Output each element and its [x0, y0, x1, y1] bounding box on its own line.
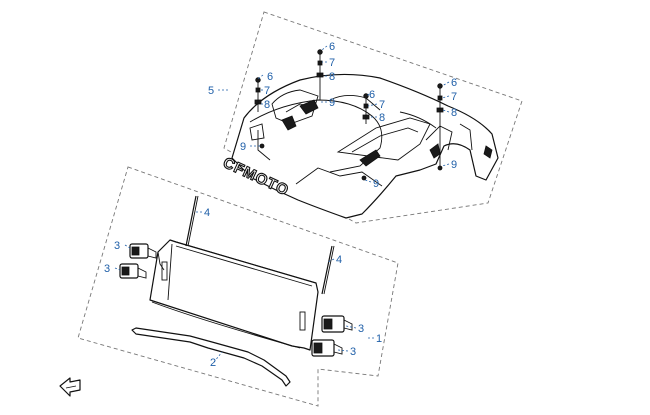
callout-3-lower-left: 3	[104, 263, 110, 275]
callout-4-left: 4	[204, 207, 210, 219]
callout-3-upper-left: 3	[114, 240, 120, 252]
callout-9-left: 9	[240, 141, 246, 153]
callout-2: 2	[210, 357, 216, 369]
front-body-panel[interactable]	[231, 73, 499, 219]
callout-9-center: 9	[329, 97, 335, 109]
callout-8-left: 8	[264, 99, 270, 111]
clamp-upper-left[interactable]	[129, 243, 157, 259]
callout-8-center: 8	[329, 71, 335, 83]
callout-9-right: 9	[451, 159, 457, 171]
callout-9-middle: 9	[373, 178, 379, 190]
screw-stack-middle[interactable]	[362, 93, 370, 124]
callouts: 6 7 8 9 6 7 8 9 6 7 8 9 6 7 8 9 5 9 4 4 …	[104, 41, 457, 369]
callout-8-middle: 8	[379, 112, 385, 124]
callout-3-upper-right: 3	[358, 323, 364, 335]
support-rod-left[interactable]	[185, 195, 199, 247]
callout-6-right: 6	[451, 77, 457, 89]
callout-8-right: 8	[451, 107, 457, 119]
screw-stack-center[interactable]	[316, 49, 324, 100]
callout-1: 1	[376, 333, 382, 345]
clamp-lower-right[interactable]	[311, 339, 343, 357]
clip-left-bottom[interactable]	[259, 143, 265, 149]
callout-5: 5	[208, 85, 214, 97]
callout-7-center: 7	[329, 57, 335, 69]
support-rod-right[interactable]	[321, 245, 335, 295]
clamp-lower-left[interactable]	[119, 263, 147, 279]
callout-7-middle: 7	[379, 99, 385, 111]
upper-assembly-frame	[223, 11, 523, 224]
clamp-upper-right[interactable]	[321, 315, 353, 333]
screw-stack-right[interactable]	[436, 83, 444, 171]
screw-stack-left[interactable]	[254, 77, 262, 112]
windshield-panel[interactable]	[149, 239, 319, 351]
callout-7-left: 7	[264, 85, 270, 97]
callout-6-left: 6	[267, 71, 273, 83]
lower-trim-strip[interactable]	[131, 327, 291, 387]
leader-lines	[114, 45, 450, 363]
callout-3-lower-right: 3	[350, 346, 356, 358]
clip-center-bottom[interactable]	[361, 175, 367, 181]
arrow-icon	[59, 377, 81, 397]
callout-7-right: 7	[451, 91, 457, 103]
callout-6-middle: 6	[369, 89, 375, 101]
callout-4-right: 4	[336, 254, 342, 266]
callout-6-center: 6	[329, 41, 335, 53]
